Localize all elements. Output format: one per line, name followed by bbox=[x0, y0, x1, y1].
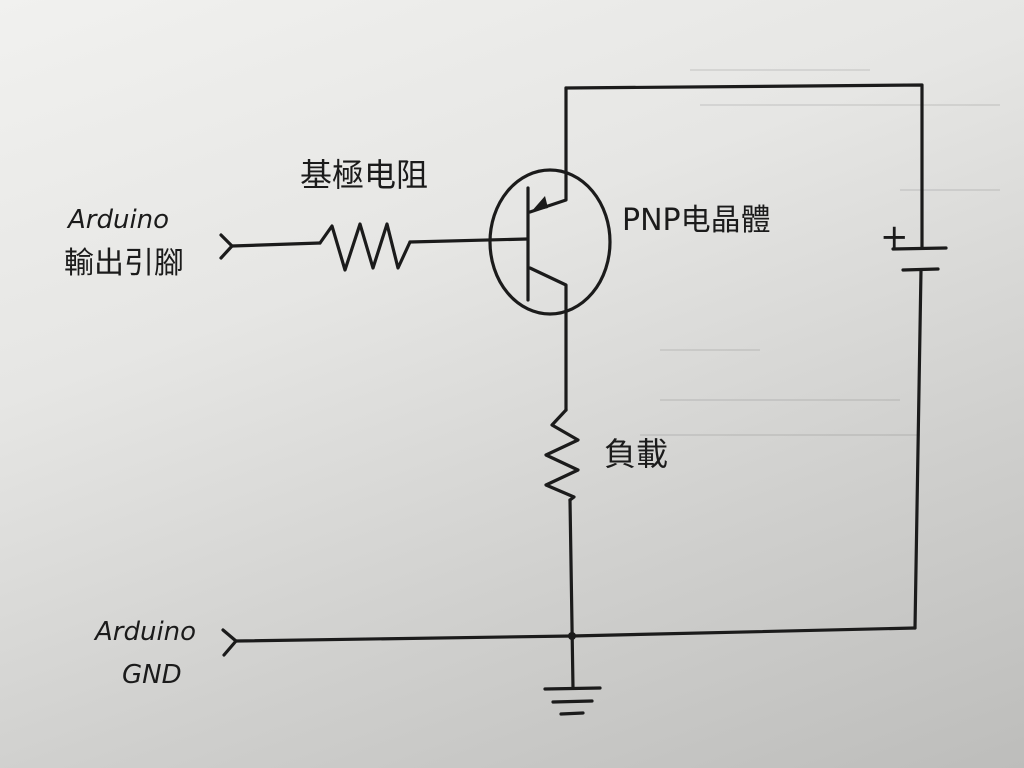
base-wire-right bbox=[408, 237, 529, 244]
gnd-label: GND bbox=[122, 660, 182, 690]
emitter-arrow bbox=[531, 196, 548, 212]
arduino-output-label: Arduino bbox=[66, 205, 169, 235]
paper-bleed-through bbox=[640, 69, 1000, 436]
junction-dot bbox=[568, 632, 576, 640]
battery-long-plate bbox=[891, 246, 948, 251]
transistor-circle bbox=[488, 168, 612, 316]
output-pin-arrow bbox=[219, 233, 234, 260]
base-resistor bbox=[318, 222, 412, 272]
load-resistor bbox=[544, 408, 580, 502]
right-wire bbox=[913, 268, 923, 630]
load-label: 負載 bbox=[604, 435, 668, 473]
base-wire-left bbox=[230, 241, 322, 248]
ground-icon bbox=[543, 686, 602, 716]
battery-plus-label: + bbox=[880, 217, 909, 257]
transistor-collector bbox=[528, 266, 568, 412]
output-pin-label: 輸出引腳 bbox=[64, 246, 184, 281]
top-wire bbox=[564, 83, 924, 250]
base-resistor-label: 基極电阻 bbox=[300, 156, 428, 194]
transistor-emitter bbox=[528, 86, 568, 214]
load-wire-down bbox=[568, 498, 575, 690]
arduino-gnd-label: Arduino bbox=[93, 617, 196, 647]
gnd-pin-arrow bbox=[221, 628, 238, 657]
transistor-label: PNP电晶體 bbox=[622, 203, 771, 238]
